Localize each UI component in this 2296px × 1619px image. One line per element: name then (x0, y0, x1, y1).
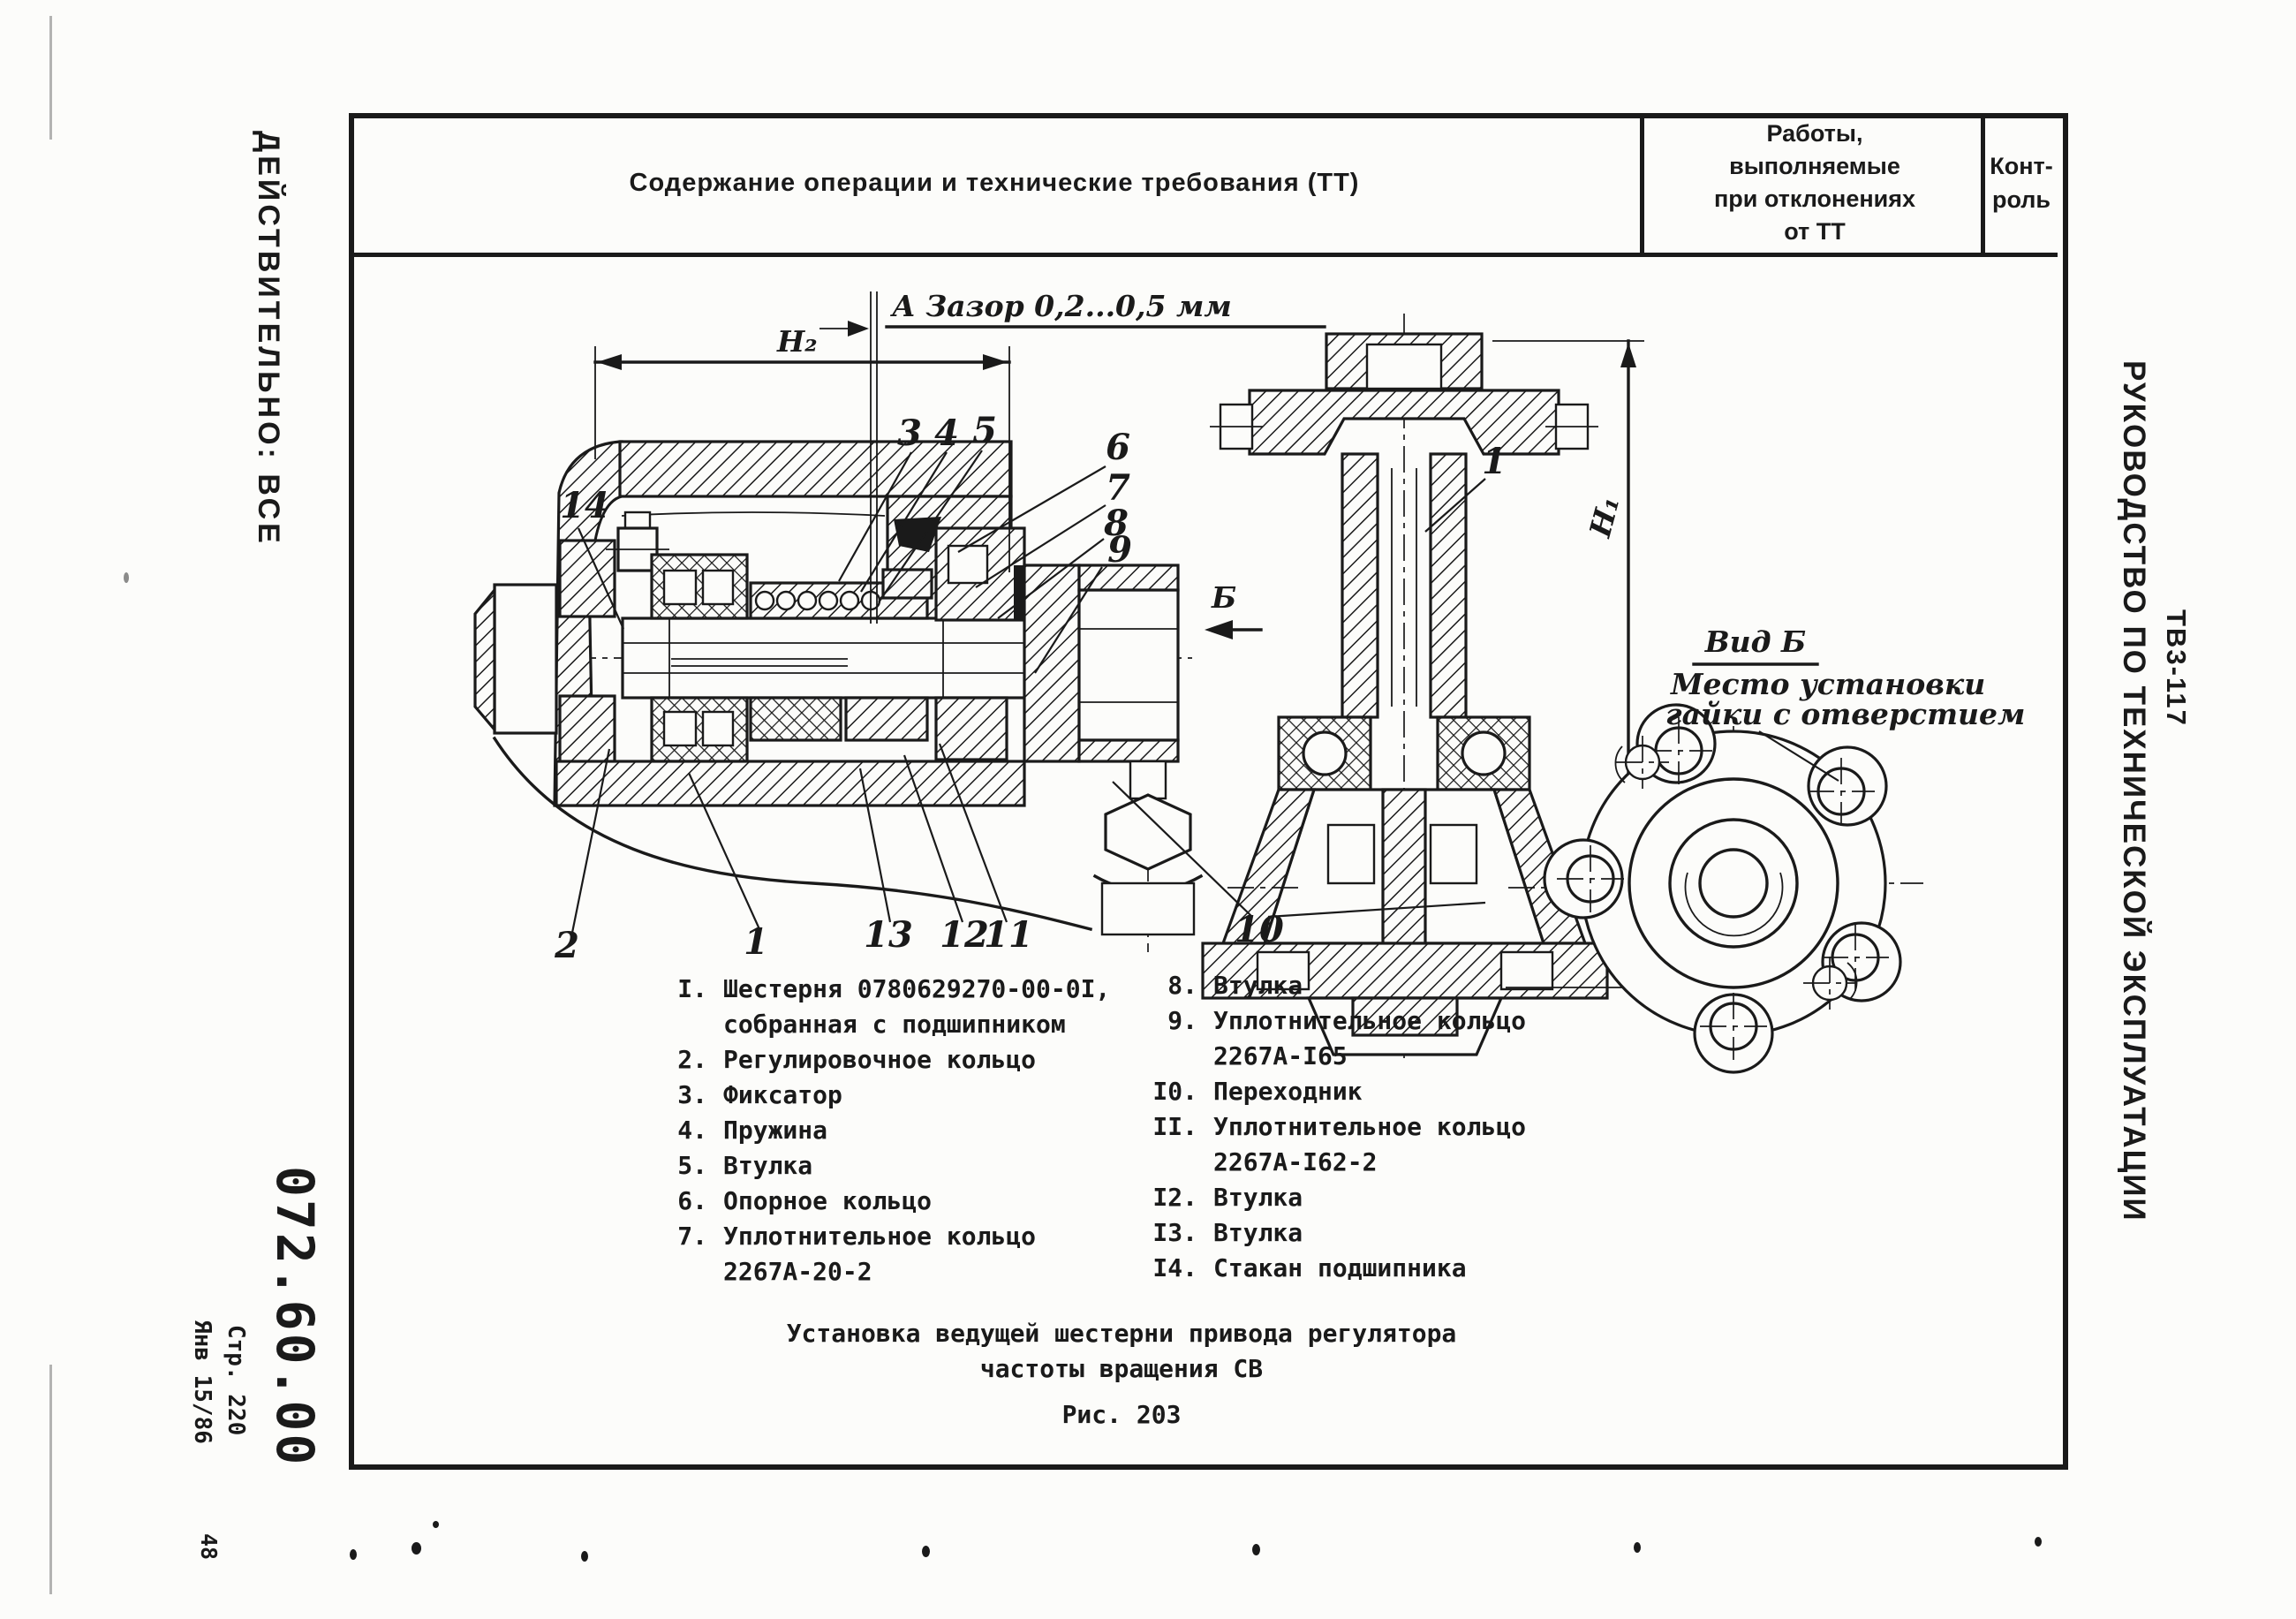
left-assembly-section (473, 440, 1204, 952)
callout-13: 13 (864, 914, 913, 956)
part-item: 3.Фиксатор (677, 1080, 842, 1109)
callout-1-right-view: 1 (1482, 441, 1507, 482)
header-deviation-line: выполняемые (1729, 153, 1900, 179)
scan-edge-artifact (49, 16, 52, 140)
callout-10: 10 (1235, 909, 1284, 950)
revision-date-label: Янв 15/86 (189, 1320, 215, 1444)
gap-annotation: А Зазор 0,2...0,5 мм (890, 289, 1232, 323)
part-item: 4.Пружина (677, 1116, 828, 1145)
part-item: I0.Переходник (1152, 1077, 1363, 1106)
header-deviation-line: от ТТ (1784, 218, 1846, 245)
part-item: I.Шестерня 0780629270-00-0I,собранная с … (677, 974, 1111, 1039)
header-control-line: роль (1991, 186, 2051, 213)
page-number-label: Стр. 220 (223, 1325, 249, 1436)
callout-6: 6 (1106, 427, 1130, 468)
corner-print-mark: 48 (196, 1533, 222, 1561)
part-item: 2.Регулировочное кольцо (677, 1045, 1037, 1074)
dimension-annotations-left: А Зазор 0,2...0,5 мм H₂ (593, 289, 1326, 624)
callout-5: 5 (972, 410, 997, 451)
callout-8: 8 (1103, 503, 1129, 544)
part-item: 8.Втулка (1167, 971, 1303, 1000)
header-operation-text: Содержание операции и технические требов… (629, 168, 1360, 197)
view-b-note-line1: Место установки (1670, 667, 1985, 701)
callout-14: 14 (560, 485, 609, 526)
ink-speck (922, 1546, 930, 1557)
flange-view-b: Вид Б Место установки гайки с отверстием (1543, 624, 2025, 1074)
header-control-line: Конт- (1990, 153, 2053, 179)
part-item: I2.Втулка (1152, 1183, 1303, 1212)
ink-speck (124, 572, 129, 583)
document-number: 072.60.00 (265, 1166, 325, 1468)
view-b-title: Вид Б (1704, 624, 1807, 659)
callout-12: 12 (940, 914, 989, 956)
callout-3: 3 (897, 412, 922, 454)
header-deviation-line: Работы, (1766, 120, 1863, 147)
dimension-h2-label: H₂ (776, 324, 818, 359)
figure-number: Рис. 203 (1061, 1400, 1182, 1429)
view-b-arrow-label: Б (1211, 580, 1236, 615)
caption-line1: Установка ведущей шестерни привода регул… (786, 1319, 1457, 1348)
ink-speck (1634, 1542, 1641, 1553)
ink-speck (581, 1551, 588, 1562)
part-item: I4.Стакан подшипника (1152, 1253, 1467, 1282)
parts-list-left-column: I.Шестерня 0780629270-00-0I,собранная с … (658, 972, 1152, 1290)
part-item: 5.Втулка (677, 1151, 813, 1180)
scan-edge-artifact (49, 1365, 52, 1594)
callout-1: 1 (744, 921, 768, 963)
ink-speck (2035, 1537, 2042, 1547)
part-item: I3.Втулка (1152, 1218, 1303, 1247)
right-assembly-section (1201, 314, 1609, 1060)
header-cell-deviation-works: Работы, выполняемые при отклонениях от Т… (1640, 113, 1985, 253)
header-cell-operation-content: Содержание операции и технические требов… (349, 113, 1640, 253)
callout-7: 7 (1106, 467, 1130, 509)
ink-speck (1252, 1544, 1260, 1555)
manual-title-vertical: РУКОВОДСТВО ПО ТЕХНИЧЕСКОЙ ЭКСПЛУАТАЦИИ (2117, 360, 2151, 1222)
table-frame (349, 113, 2068, 1470)
ink-speck (350, 1549, 357, 1560)
ink-speck (433, 1521, 439, 1528)
part-item: 6.Опорное кольцо (677, 1186, 933, 1215)
callout-11: 11 (984, 914, 1033, 956)
header-cell-control: Конт- роль (1981, 113, 2058, 253)
table-header-row: Содержание операции и технические требов… (349, 113, 2058, 257)
engine-code-vertical: ТВ3-117 (2161, 609, 2192, 727)
header-deviation-line: при отклонениях (1713, 185, 1916, 212)
callout-2: 2 (554, 925, 579, 966)
figure-caption: Установка ведущей шестерни привода регул… (768, 1316, 1475, 1433)
caption-line2: частоты вращения СВ (979, 1354, 1264, 1383)
callout-9: 9 (1107, 529, 1132, 571)
validity-stamp: ДЕЙСТВИТЕЛЬНО: ВСЕ (252, 131, 285, 547)
view-b-note-line2: гайки с отверстием (1665, 697, 2025, 731)
part-callouts: 14 3 4 5 6 7 8 9 2 1 13 12 11 10 1 (554, 410, 1507, 966)
dimension-h1-label: H₁ (1582, 493, 1627, 541)
callout-4: 4 (934, 412, 959, 454)
ink-speck (412, 1542, 421, 1555)
